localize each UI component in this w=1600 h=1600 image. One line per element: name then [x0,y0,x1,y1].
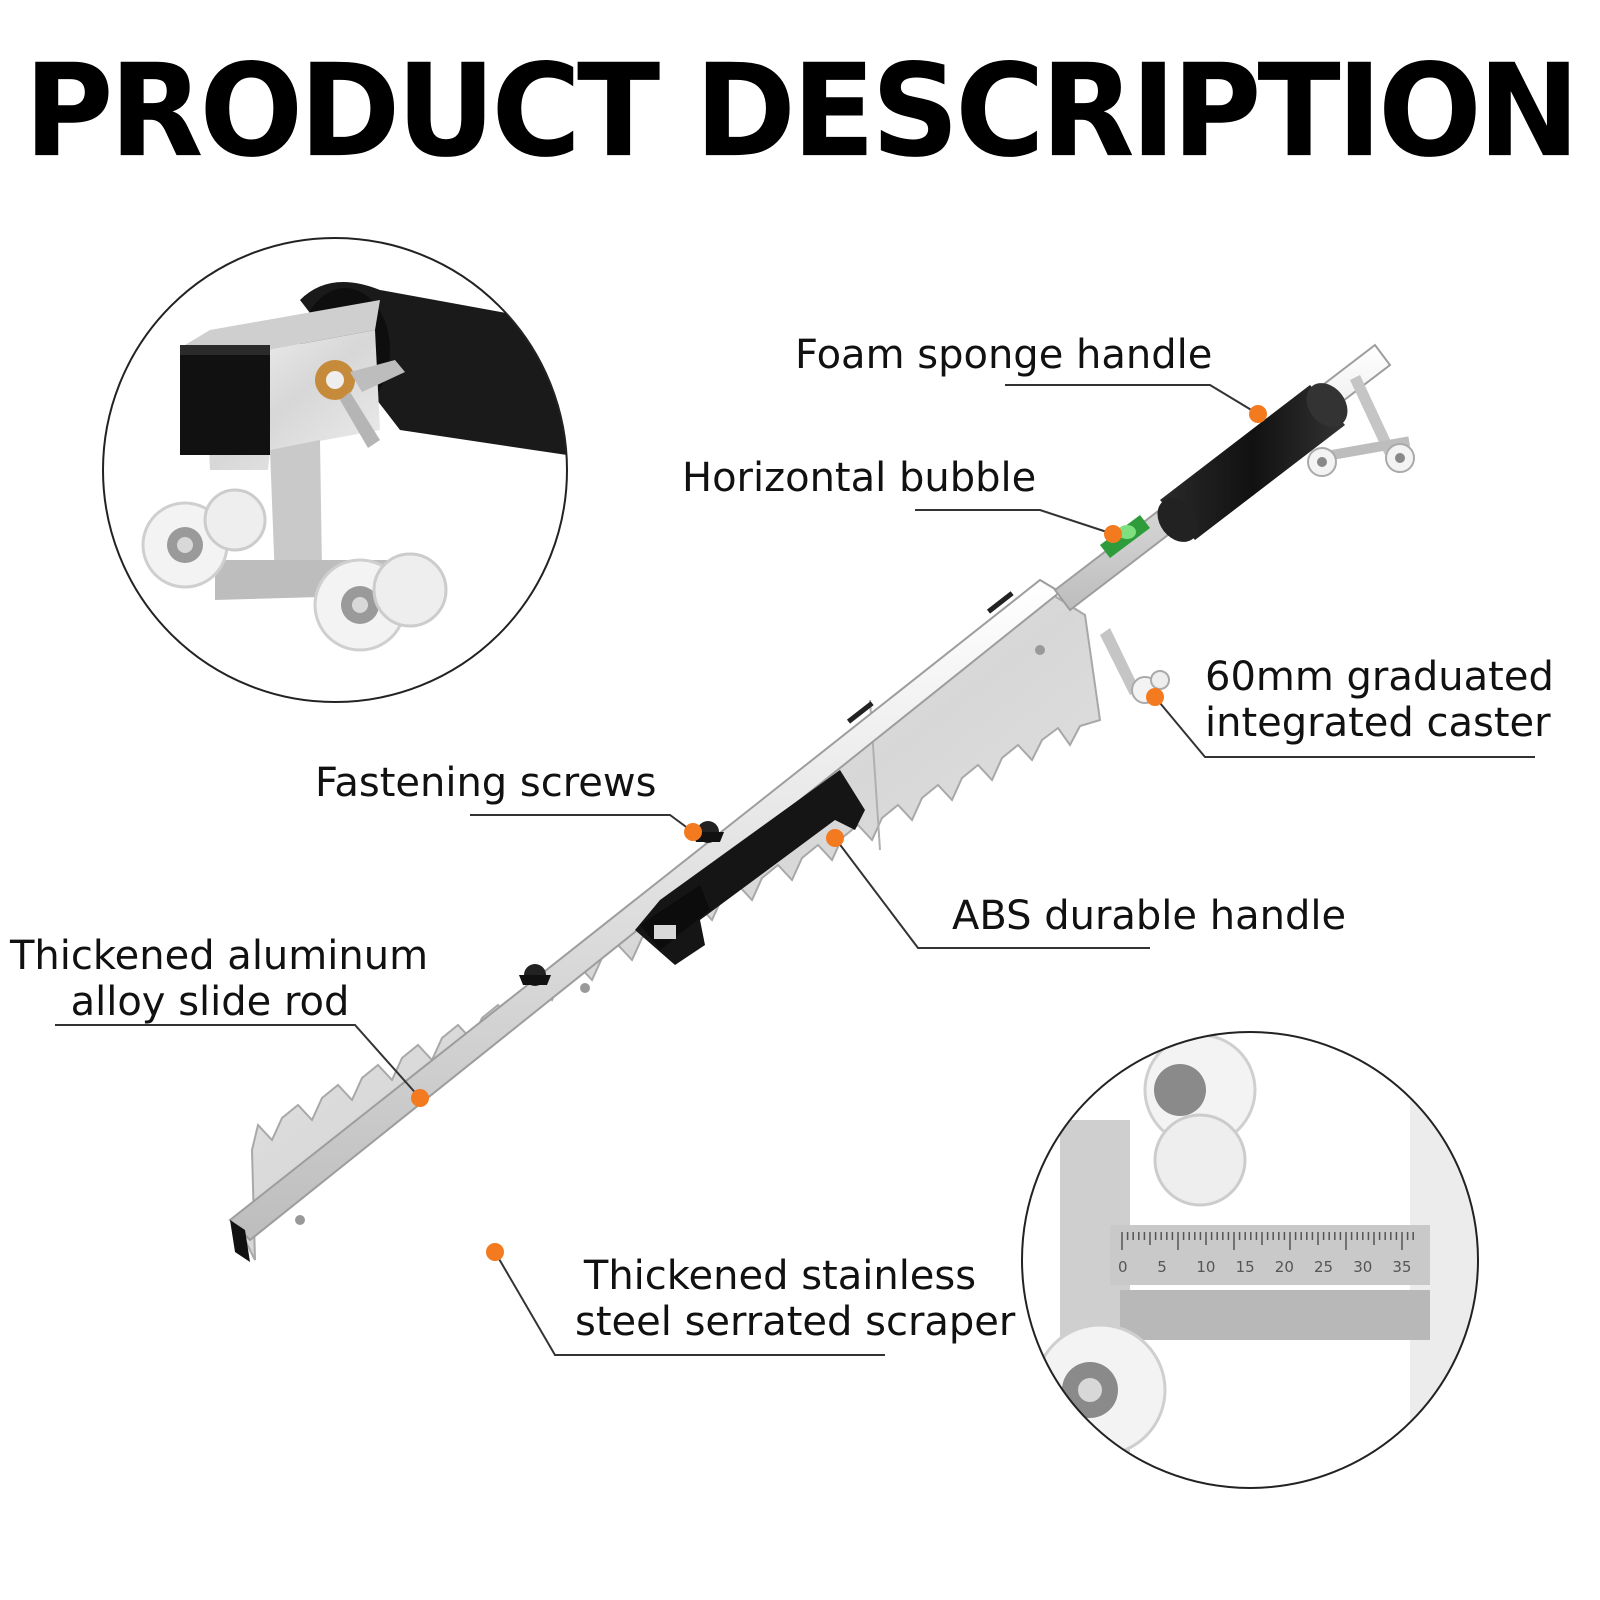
bubble-level-icon [1100,515,1150,558]
leader-lines [55,384,1535,1356]
ruler-icon [1110,1225,1430,1340]
wing-nut-icon [519,964,551,986]
label-slide-rod: Thickened aluminum alloy slide rod [10,933,429,1025]
callout-markers [411,405,1267,1261]
ruler-tick-label: 5 [1157,1258,1167,1276]
label-slide-rod-line2: alloy slide rod [70,979,350,1025]
label-caster-line1: 60mm graduated [1205,654,1554,700]
marker-screws [684,823,702,841]
marker-caster [1146,688,1164,706]
detail-circle-ruler [1021,1031,1479,1489]
ruler-tick-label: 0 [1118,1258,1128,1276]
label-scraper-line2: steel serrated scraper [575,1299,1016,1345]
marker-abs [826,829,844,847]
label-caster-line2: integrated caster [1205,700,1551,746]
label-caster: 60mm graduated integrated caster [1205,654,1554,746]
page-title: PRODUCT DESCRIPTION [24,36,1580,186]
label-fastening-screws: Fastening screws [315,760,657,806]
label-slide-rod-line1: Thickened aluminum [10,933,429,979]
caster-wheel-icon [1307,443,1415,477]
label-scraper: Thickened stainless steel serrated scrap… [575,1253,1016,1345]
ruler-tick-label: 15 [1236,1258,1255,1276]
label-scraper-line1: Thickened stainless [583,1253,977,1299]
abs-handle [635,770,865,965]
ruler-tick-label: 30 [1353,1258,1372,1276]
wing-nut-icon [692,821,724,843]
marker-bubble [1104,525,1122,543]
label-horizontal-bubble: Horizontal bubble [682,455,1037,501]
label-abs-durable-handle: ABS durable handle [952,893,1347,939]
ruler-tick-label: 20 [1275,1258,1294,1276]
marker-rod [411,1089,429,1107]
ruler-scale: 0 5 10 15 20 25 30 35 [1118,1232,1414,1276]
screed-tool [228,343,1415,1262]
label-foam-sponge-handle: Foam sponge handle [795,332,1213,378]
marker-foam [1249,405,1267,423]
ruler-tick-label: 25 [1314,1258,1333,1276]
ruler-tick-label: 35 [1392,1258,1411,1276]
marker-scraper [486,1243,504,1261]
foam-handle [1157,383,1348,542]
ruler-tick-label: 10 [1196,1258,1215,1276]
caster-wheel-icon [141,488,448,652]
detail-circle-caster [102,237,568,703]
